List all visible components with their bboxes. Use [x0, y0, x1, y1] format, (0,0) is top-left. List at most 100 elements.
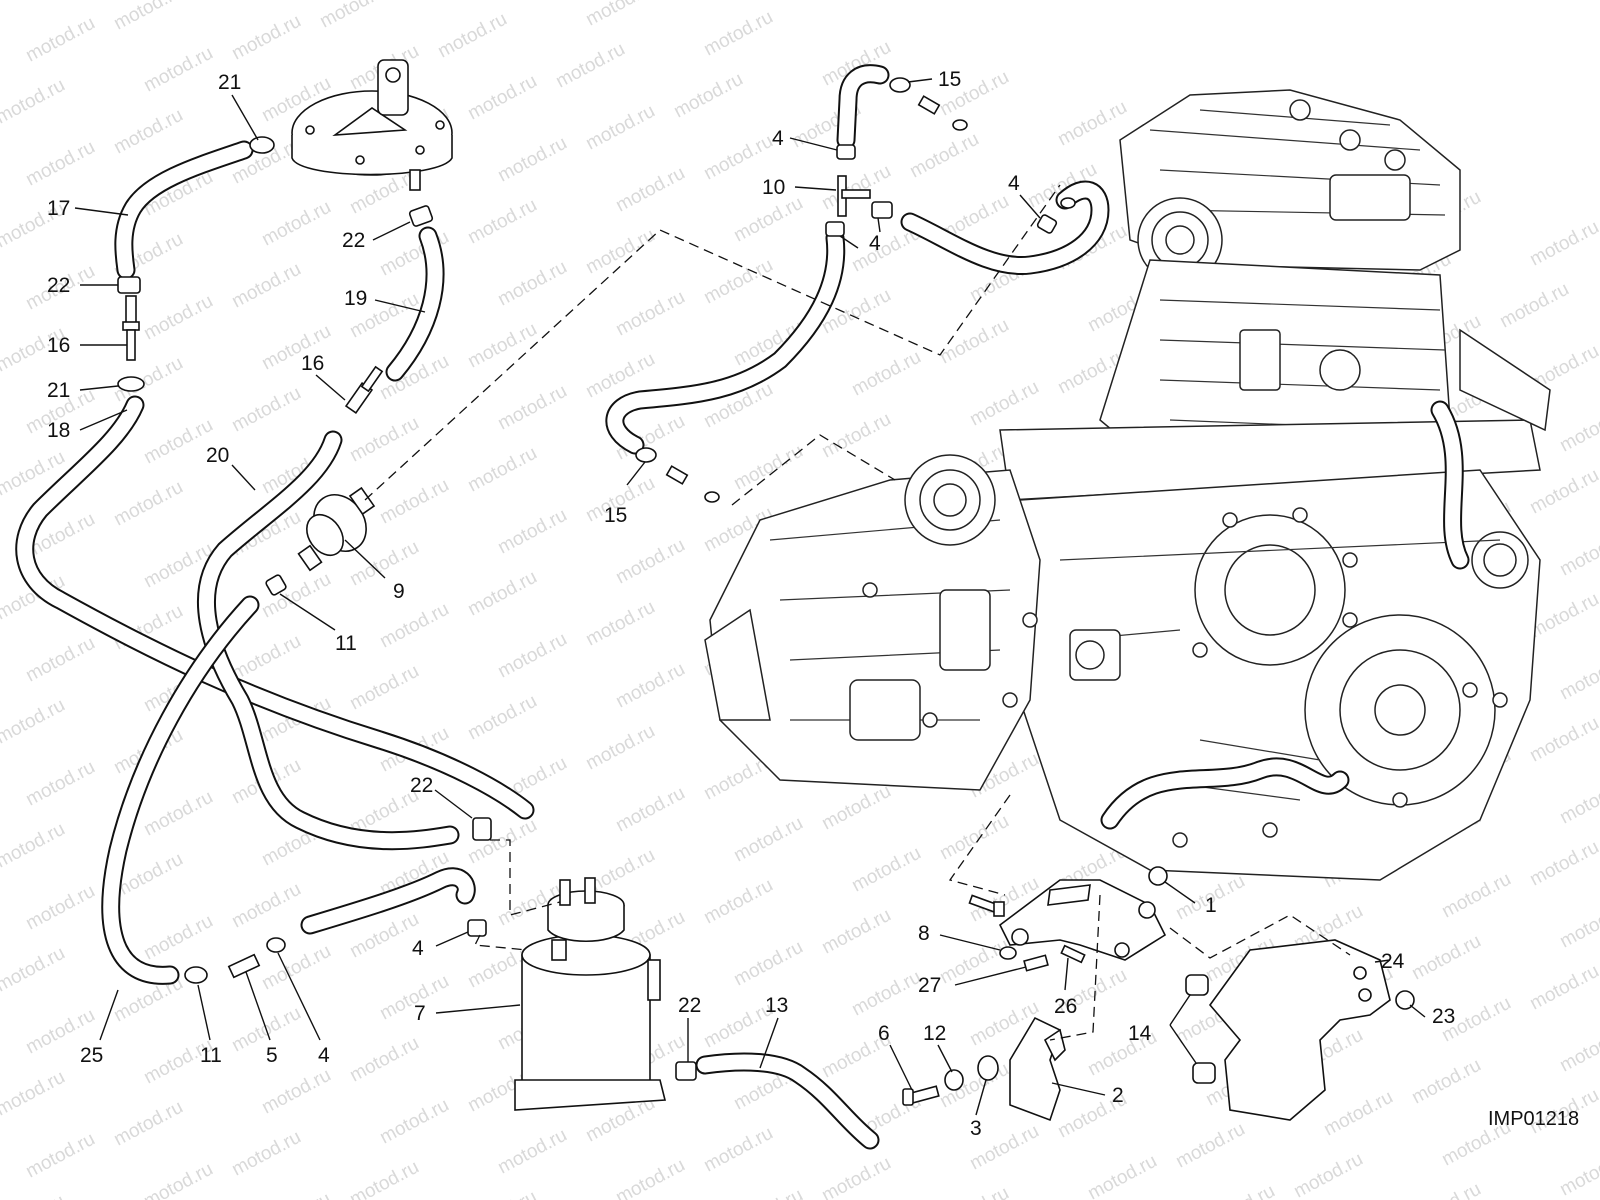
watermark-text: motod.ru: [936, 1183, 1012, 1200]
watermark-text: motod.ru: [316, 0, 392, 32]
clip-4-right-b: [1036, 214, 1058, 234]
watermark-text: motod.ru: [22, 633, 98, 687]
drawing-reference: IMP01218: [1488, 1108, 1579, 1130]
watermark-text: motod.ru: [464, 195, 540, 249]
callout-6: 6: [878, 1022, 890, 1045]
watermark-text: motod.ru: [228, 1127, 304, 1181]
watermark-text: motod.ru: [1408, 931, 1484, 985]
clamp-21-left: [117, 376, 145, 392]
watermark-text: motod.ru: [494, 133, 570, 187]
watermark-text: motod.ru: [612, 783, 688, 837]
watermark-text: motod.ru: [1526, 217, 1600, 271]
watermark-text: motod.ru: [22, 1129, 98, 1183]
hose-right-to-engine: [900, 180, 1110, 276]
watermark-text: motod.ru: [22, 757, 98, 811]
callout-17: 17: [47, 197, 70, 220]
callout-16-left: 16: [47, 334, 70, 357]
hose-canister-in: [300, 867, 476, 935]
clip-4-mid: [825, 221, 845, 237]
watermark-text: motod.ru: [228, 259, 304, 313]
watermark-text: motod.ru: [1556, 1147, 1600, 1200]
watermark-text: motod.ru: [1438, 869, 1514, 923]
watermark-text: motod.ru: [1556, 1023, 1600, 1077]
watermark-text: motod.ru: [936, 315, 1012, 369]
watermark-text: motod.ru: [376, 599, 452, 653]
callout-11-mid: 11: [335, 632, 357, 655]
clamp-21-top: [249, 136, 275, 154]
watermark-text: motod.ru: [22, 881, 98, 935]
watermark-text: motod.ru: [1556, 651, 1600, 705]
hose-17: [114, 140, 254, 280]
callout-13: 13: [765, 994, 788, 1017]
clip-22-left: [117, 276, 141, 294]
callout-4-top: 4: [772, 127, 784, 150]
callout-22-canister: 22: [410, 774, 433, 797]
callout-1: 1: [1205, 894, 1217, 917]
washer-12: [944, 1069, 964, 1091]
watermark-text: motod.ru: [110, 1097, 186, 1151]
nut-23: [1395, 990, 1415, 1010]
watermark-text: motod.ru: [0, 75, 69, 129]
watermark-text: motod.ru: [906, 129, 982, 183]
watermark-text: motod.ru: [464, 443, 540, 497]
hose-20: [196, 430, 460, 851]
watermark-text: motod.ru: [1526, 465, 1600, 519]
clamp-15-mid: [635, 447, 720, 503]
watermark-text: motod.ru: [552, 39, 628, 93]
spacer-14-a: [1185, 974, 1209, 996]
watermark-text: motod.ru: [730, 813, 806, 867]
watermark-text: motod.ru: [1526, 837, 1600, 891]
watermark-text: motod.ru: [22, 13, 98, 67]
callout-10: 10: [762, 176, 785, 199]
callout-26: 26: [1054, 995, 1077, 1018]
callout-23: 23: [1432, 1005, 1455, 1028]
watermark-text: motod.ru: [612, 1155, 688, 1200]
watermark-text: motod.ru: [434, 9, 510, 63]
watermark-text: motod.ru: [346, 413, 422, 467]
callout-2: 2: [1112, 1084, 1124, 1107]
watermark-text: motod.ru: [1202, 1181, 1278, 1200]
watermark-text: motod.ru: [582, 721, 658, 775]
callout-9: 9: [393, 580, 405, 603]
callout-8: 8: [918, 922, 930, 945]
watermark-text: motod.ru: [1556, 403, 1600, 457]
watermark-text: motod.ru: [818, 1153, 894, 1200]
watermark-text: motod.ru: [464, 567, 540, 621]
valve-9: [297, 486, 376, 572]
guard-24: [1208, 939, 1391, 1121]
watermark-text: motod.ru: [582, 225, 658, 279]
watermark-text: motod.ru: [110, 477, 186, 531]
callout-21-left: 21: [47, 379, 70, 402]
clip-11-mid: [265, 574, 287, 596]
watermark-text: motod.ru: [140, 43, 216, 97]
watermark-text: motod.ru: [730, 937, 806, 991]
watermark-text: motod.ru: [228, 631, 304, 685]
clip-4-right-a: [871, 201, 893, 219]
watermark-text: motod.ru: [140, 1159, 216, 1200]
watermark-text: motod.ru: [1320, 1087, 1396, 1141]
callout-5: 5: [266, 1044, 278, 1067]
watermark-text: motod.ru: [1556, 527, 1600, 581]
clamp-15-top: [889, 77, 968, 131]
callout-4-right: 4: [1008, 172, 1020, 195]
fitting-5: [227, 953, 261, 979]
bolt-6: [902, 1085, 940, 1106]
watermark-text: motod.ru: [258, 569, 334, 623]
callout-labels: 21 17 22 16 21 18 22 19 16 20 9 11 15 4 …: [47, 68, 1455, 1140]
watermark-text: motod.ru: [848, 347, 924, 401]
hose-25: [101, 595, 260, 985]
watermark-text: motod.ru: [140, 911, 216, 965]
watermark-text: motod.ru: [582, 101, 658, 155]
watermark-text: motod.ru: [494, 257, 570, 311]
watermark-text: motod.ru: [612, 163, 688, 217]
watermark-text: motod.ru: [140, 787, 216, 841]
leader-lines: [74, 78, 1426, 1116]
watermark-text: motod.ru: [966, 377, 1042, 431]
watermark-text: motod.ru: [464, 319, 540, 373]
watermark-text: motod.ru: [228, 383, 304, 437]
watermark-text: motod.ru: [346, 1033, 422, 1087]
watermark-text: motod.ru: [494, 629, 570, 683]
callout-3: 3: [970, 1117, 982, 1140]
watermark-text: motod.ru: [376, 1095, 452, 1149]
watermark-text: motod.ru: [936, 811, 1012, 865]
